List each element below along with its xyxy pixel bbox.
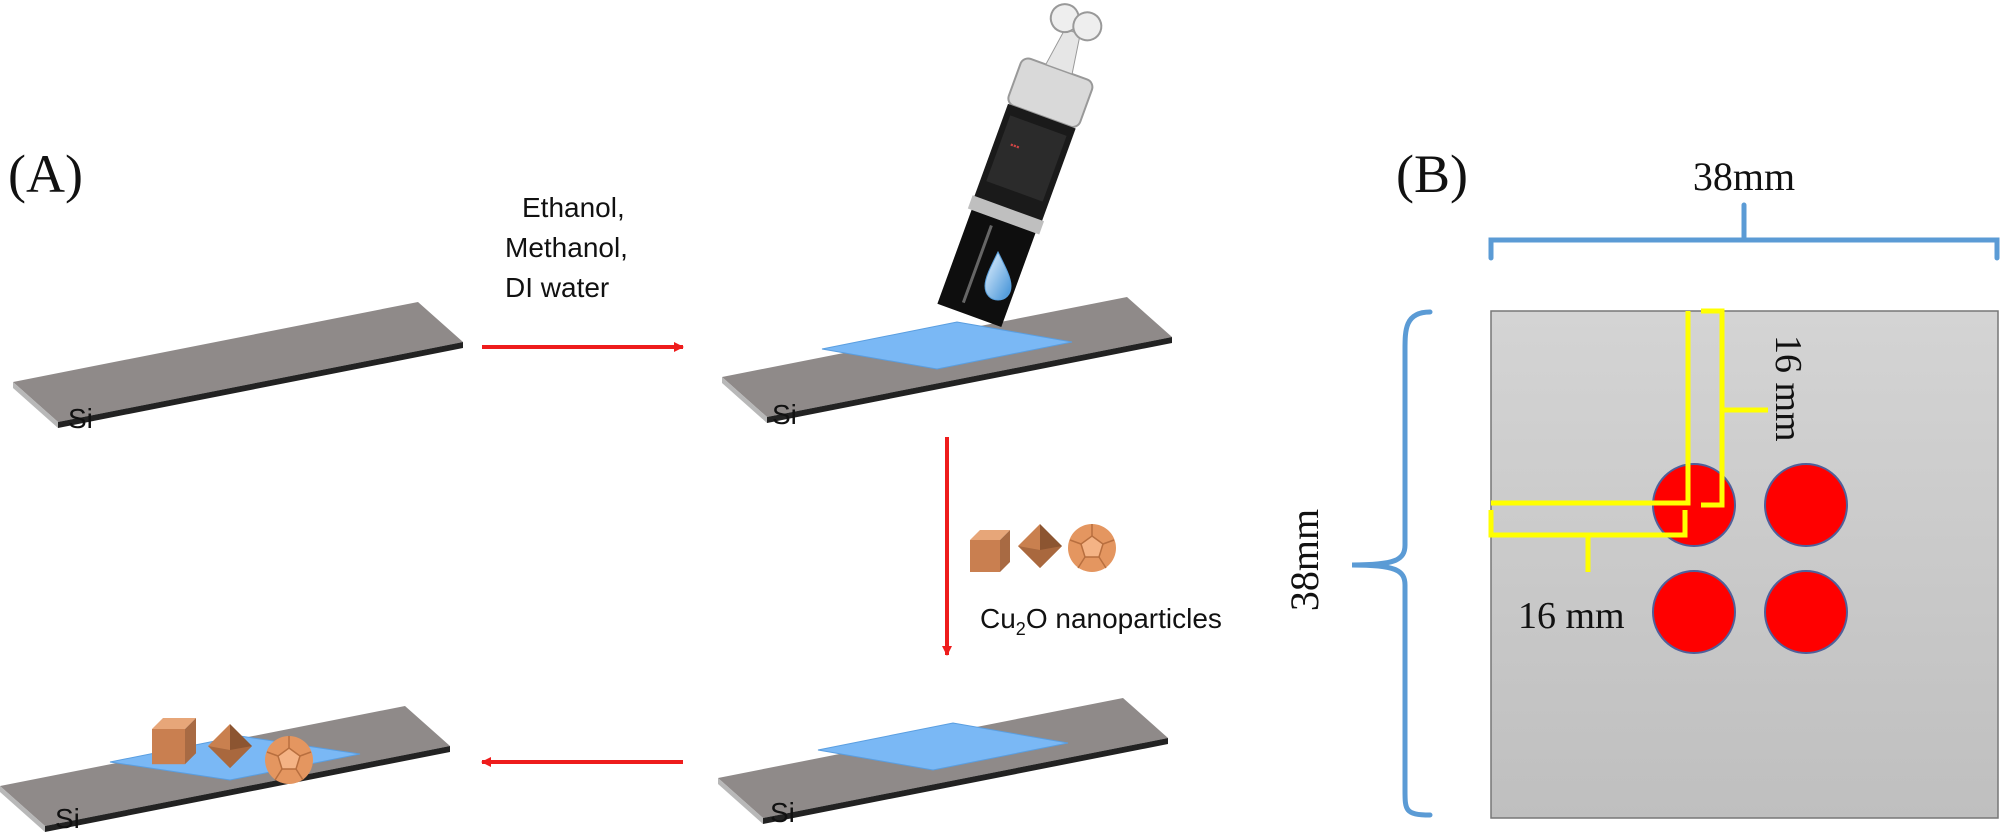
solvent-ethanol: Ethanol, xyxy=(522,192,625,223)
si-substrate-with-well xyxy=(722,297,1172,423)
yellow-spacing-markers xyxy=(1488,308,1768,572)
panel-a-label: (A) xyxy=(8,144,83,204)
droplet-icon xyxy=(984,250,1012,301)
side-dimension-bracket xyxy=(1351,309,1433,818)
si-label-1: Si xyxy=(68,403,93,434)
si-label-4: Si xyxy=(55,803,80,834)
panel-b-label: (B) xyxy=(1396,144,1468,204)
nanoparticles-label: Cu2O nanoparticles xyxy=(980,603,1222,639)
top-dimension-label: 38mm xyxy=(1693,154,1795,199)
red-spot-bottom-left xyxy=(1652,570,1736,654)
si-label-3: Si xyxy=(770,797,795,828)
dodecahedron-icon xyxy=(1067,523,1117,573)
vertical-spacing-label: 16 mm xyxy=(1767,335,1809,442)
solvent-di-water: DI water xyxy=(505,272,609,303)
si-substrate-with-well-2 xyxy=(718,698,1168,824)
red-spot-bottom-right xyxy=(1764,570,1848,654)
octahedron-icon xyxy=(1018,524,1062,568)
solvent-methanol: Methanol, xyxy=(505,232,628,263)
well-liquid xyxy=(821,321,1073,370)
horizontal-spacing-label: 16 mm xyxy=(1518,595,1625,637)
red-spot-top-right xyxy=(1764,463,1848,547)
well-liquid-2 xyxy=(817,722,1069,771)
cube-on-substrate xyxy=(152,718,196,765)
pipette-icon: ▪▪▪ xyxy=(937,3,1103,328)
top-dimension-bracket xyxy=(1488,202,2000,261)
si-label-2: Si xyxy=(772,399,797,430)
svg-text:▪▪▪: ▪▪▪ xyxy=(1009,139,1021,152)
side-dimension-label: 38mm xyxy=(1282,509,1327,611)
dodecahedron-on-substrate xyxy=(264,735,314,785)
sample-plate xyxy=(1490,310,1999,819)
cube-icon xyxy=(970,530,1010,572)
